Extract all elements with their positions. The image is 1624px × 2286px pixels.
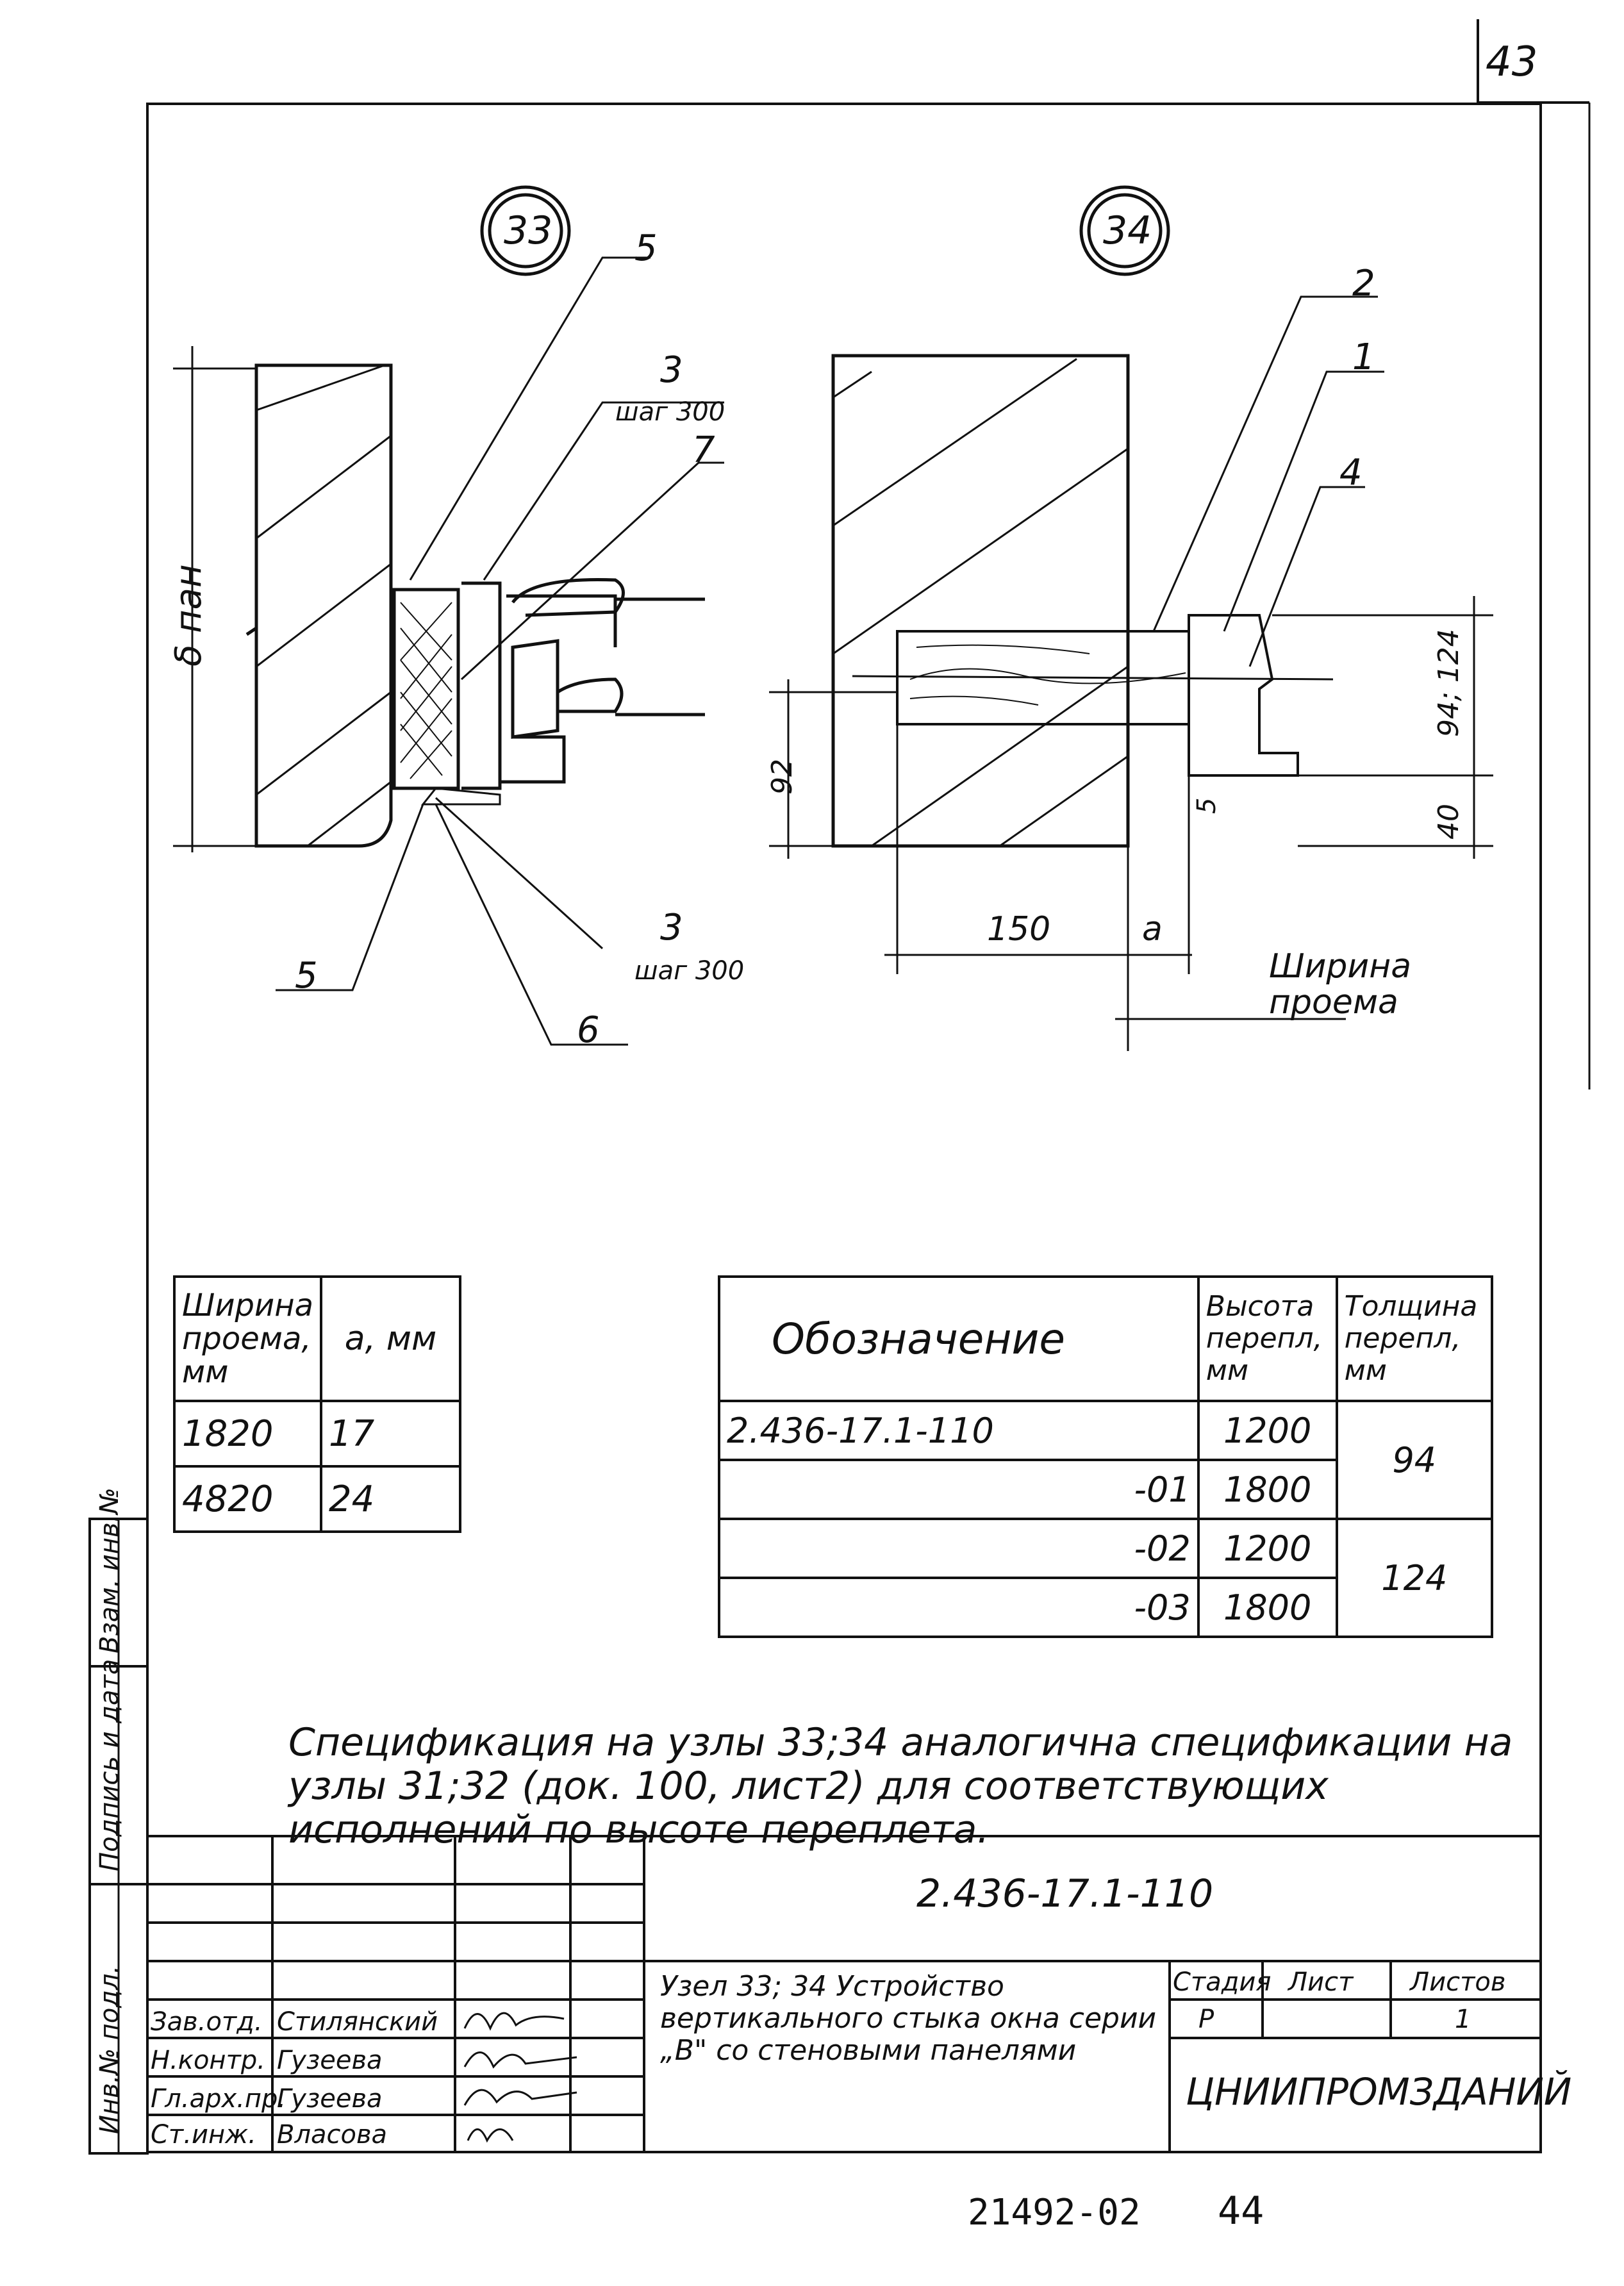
specification-note: Спецификация на узлы 33;34 аналогична сп…: [288, 1720, 1513, 1852]
doc-code: 2.436-17.1-110: [916, 1871, 1214, 1916]
cell-thickness: 124: [1335, 1518, 1494, 1638]
callout-step-top: шаг 300: [615, 397, 725, 427]
cell: 17: [319, 1400, 462, 1468]
callout-3-bottom: 3: [660, 907, 683, 948]
table-row: 4820 24: [173, 1465, 462, 1533]
header-designation: Обозначение: [718, 1275, 1200, 1402]
opening-table: Ширина проема, мм a, мм 1820 17 4820 24: [173, 1275, 462, 1533]
callout-3-top: 3: [660, 349, 683, 391]
header-opening-width: Ширина проема, мм: [173, 1275, 322, 1402]
callout-step-bottom: шаг 300: [634, 956, 745, 986]
sheets-value: 1: [1455, 2005, 1471, 2034]
person-name: Гузеева: [277, 2046, 383, 2075]
header-a: a, мм: [319, 1275, 462, 1402]
table-header: Обозначение Высота перепл, мм Толщина пе…: [718, 1275, 1494, 1402]
sheets-header: Листов: [1410, 1967, 1506, 1997]
header-height: Высота перепл, мм: [1197, 1275, 1338, 1402]
cell-height: 1200: [1197, 1518, 1338, 1579]
table-row: -01 1800: [718, 1459, 1492, 1520]
dim-a: a: [1142, 910, 1163, 948]
role: Ст.инж.: [151, 2120, 256, 2149]
callout-2: 2: [1352, 263, 1375, 304]
role: Зав.отд.: [151, 2007, 263, 2037]
cell-height: 1800: [1197, 1577, 1338, 1638]
person-name: Гузеева: [277, 2084, 383, 2114]
cell-code: -03: [718, 1577, 1200, 1638]
role: Гл.арх.пр.: [151, 2084, 286, 2114]
bottom-page: 44: [1218, 2189, 1264, 2233]
role: Н.контр.: [151, 2046, 265, 2075]
callout-4: 4: [1339, 452, 1363, 493]
table-header: Ширина проема, мм a, мм: [173, 1275, 462, 1402]
drawing-title: Узел 33; 34 Устройство вертикального сты…: [660, 1970, 1157, 2067]
node-34-label: 34: [1103, 208, 1152, 253]
cell: 4820: [173, 1465, 322, 1533]
table-row: -02 1200 124: [718, 1518, 1494, 1638]
cell: 24: [319, 1465, 462, 1533]
header-thickness: Толщина перепл, мм: [1335, 1275, 1494, 1402]
cell: 1820: [173, 1400, 322, 1468]
callout-6: 6: [577, 1009, 600, 1051]
drawing-frame: [146, 103, 1542, 2153]
cell-height: 1200: [1197, 1400, 1338, 1461]
opening-width-label: Ширина проема: [1269, 947, 1412, 1022]
cell-height: 1800: [1197, 1459, 1338, 1520]
callout-7: 7: [692, 429, 715, 471]
callout-5-top: 5: [634, 228, 658, 269]
designation-table: Обозначение Высота перепл, мм Толщина пе…: [718, 1275, 1494, 1638]
stage-header: Стадия: [1173, 1967, 1272, 1997]
cell-code: 2.436-17.1-110: [718, 1400, 1200, 1461]
bottom-number: 21492-02: [968, 2192, 1141, 2233]
stage-value: Р: [1198, 2005, 1214, 2034]
cell-code: -01: [718, 1459, 1200, 1520]
callout-5-bottom: 5: [295, 955, 318, 997]
cell-code: -02: [718, 1518, 1200, 1579]
cell-thickness: 94: [1335, 1400, 1494, 1520]
table-row: 2.436-17.1-110 1200 94: [718, 1400, 1494, 1520]
sheet-header: Лист: [1288, 1967, 1354, 1997]
node-33-label: 33: [504, 208, 553, 253]
table-row: -03 1800: [718, 1577, 1492, 1638]
person-name: Власова: [277, 2120, 388, 2149]
table-row: 1820 17: [173, 1400, 462, 1468]
page-number: 43: [1486, 38, 1538, 86]
organization: ЦНИИПРОМЗДАНИЙ: [1186, 2070, 1572, 2114]
dim-150: 150: [987, 910, 1051, 948]
person-name: Стилянский: [277, 2007, 438, 2037]
callout-1: 1: [1352, 336, 1375, 378]
